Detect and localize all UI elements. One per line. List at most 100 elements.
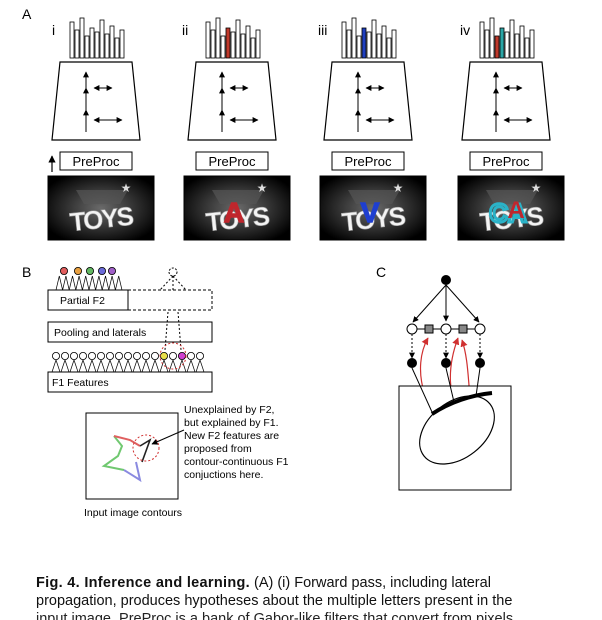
- contour-black: [139, 438, 152, 463]
- f2-link: [95, 275, 100, 291]
- image-background: [319, 175, 427, 241]
- panel-a-label: A: [22, 6, 32, 22]
- trapezoid-network: [187, 61, 277, 141]
- f1-box: [47, 371, 213, 393]
- f2-link: [72, 275, 77, 291]
- f2-link: [91, 275, 96, 291]
- histogram: [479, 17, 535, 59]
- image-background: [183, 175, 291, 241]
- histogram-bar: [479, 21, 485, 59]
- f1-link: [82, 359, 88, 373]
- f2-node: [108, 266, 117, 275]
- preproc-box: [59, 151, 133, 171]
- trapezoid-frame: [461, 61, 551, 141]
- histogram-bar: [524, 37, 530, 59]
- histogram-bar: [94, 31, 100, 59]
- trapezoid-frame: [51, 61, 141, 141]
- image-letters: TOYS: [340, 201, 407, 238]
- f1-link: [159, 359, 165, 373]
- f1-link: [55, 359, 61, 373]
- f1-node: [186, 351, 195, 360]
- histogram-bar: [346, 29, 352, 59]
- histogram-bar: [341, 21, 347, 59]
- histogram-bar: [240, 33, 246, 59]
- f1-node: [70, 351, 79, 360]
- f2-nodes: [55, 266, 123, 291]
- histogram-bar: [504, 31, 510, 59]
- f1-link: [69, 359, 75, 373]
- histogram-bar: [84, 35, 90, 59]
- top-node: [441, 275, 451, 285]
- image-letters: TOYS: [68, 201, 135, 238]
- column-label: ii: [182, 22, 188, 38]
- f2-node: [74, 266, 83, 275]
- f1-link: [172, 359, 178, 373]
- histogram-bar: [104, 33, 110, 59]
- histogram-bar: [89, 27, 95, 59]
- highlight-circle: [159, 342, 187, 370]
- f1-node: [150, 351, 159, 360]
- f2-link: [75, 275, 80, 291]
- f1-node: [88, 351, 97, 360]
- partial-f2-dashed-box: [127, 289, 213, 311]
- f1-link: [91, 359, 97, 373]
- f1-link: [132, 359, 138, 373]
- f2-link: [85, 275, 90, 291]
- histogram-bar: [391, 29, 397, 59]
- annotation-line: Unexplained by F2,: [184, 404, 274, 416]
- f2-link: [111, 275, 116, 291]
- histogram-bar: [205, 21, 211, 59]
- pooling-layer: Pooling and laterals: [47, 311, 213, 351]
- histogram: [69, 17, 125, 59]
- proposed-link: [172, 275, 187, 291]
- f1-link: [64, 359, 70, 373]
- detected-letter: V: [361, 197, 380, 228]
- star-icon: ★: [121, 181, 132, 195]
- house-roof: [212, 190, 264, 204]
- contour-red: [113, 435, 141, 447]
- trapezoid-network: [51, 61, 141, 141]
- histogram-bar: [69, 21, 75, 59]
- filled-node: [407, 358, 417, 368]
- histogram: [205, 17, 261, 59]
- f2-link: [65, 275, 70, 291]
- f1-node: [124, 351, 133, 360]
- histogram-bar: [361, 27, 367, 59]
- column-label: i: [52, 22, 55, 38]
- house-roof: [486, 190, 538, 204]
- red-feedback-arrow: [419, 337, 429, 393]
- histogram-bar: [376, 33, 382, 59]
- contour-green: [101, 435, 125, 471]
- caption-lead: Fig. 4. Inference and learning.: [36, 575, 250, 591]
- f1-node: [132, 351, 141, 360]
- gate-square: [458, 324, 468, 334]
- figure-caption: Fig. 4. Inference and learning. (A) (i) …: [36, 574, 560, 620]
- unexplained-circle: [132, 434, 160, 462]
- histogram-bar: [74, 29, 80, 59]
- f2-node: [98, 266, 107, 275]
- histogram-bar: [489, 17, 495, 59]
- inset-caption: Input image contours: [84, 507, 182, 519]
- f1-node: [195, 351, 204, 360]
- preproc-box: [195, 151, 269, 171]
- input-contours-inset: Input image contours: [84, 412, 185, 519]
- f1-link: [51, 359, 57, 373]
- input-image: TOYS ★: [47, 175, 155, 241]
- histogram-bar: [509, 19, 515, 59]
- star-icon: ★: [257, 181, 268, 195]
- f1-node: [177, 351, 186, 360]
- panel-c-diagram: [398, 275, 512, 491]
- f2-link: [55, 275, 60, 291]
- histogram-bar: [119, 29, 125, 59]
- caption-line2: propagation, produces hypotheses about t…: [36, 593, 513, 609]
- f1-node: [106, 351, 115, 360]
- inset-frame: [85, 412, 179, 500]
- f1-link: [114, 359, 120, 373]
- annotation-line: contour-continuous F1: [184, 456, 289, 468]
- f2-link: [105, 275, 110, 291]
- star-icon: ★: [393, 181, 404, 195]
- f1-link: [145, 359, 151, 373]
- trapezoid-network: [323, 61, 413, 141]
- preproc-label: PreProc: [483, 154, 530, 169]
- house-roof: [348, 190, 400, 204]
